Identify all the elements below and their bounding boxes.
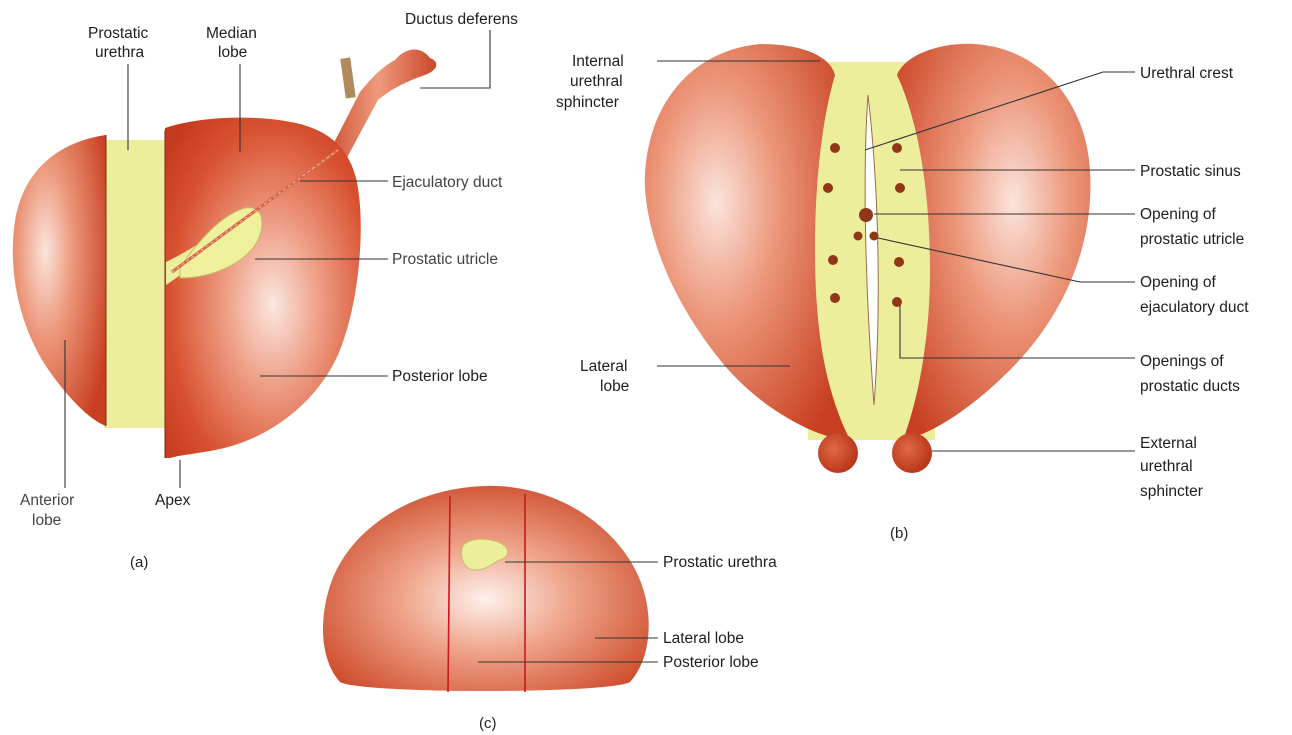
ductus-deferens-stub <box>340 57 355 98</box>
label-prostatic-sinus: Prostatic sinus <box>1140 163 1241 180</box>
label-prostatic-urethra-a: Prostatic urethra <box>88 25 153 61</box>
label-opening-ejaculatory: Opening of ejaculatory duct <box>1140 274 1249 316</box>
panel-a: Prostatic urethra Median lobe Ductus def… <box>13 11 518 571</box>
label-ejaculatory-duct: Ejaculatory duct <box>392 174 503 191</box>
label-prostatic-urethra-c: Prostatic urethra <box>663 554 777 571</box>
external-sphincter-left <box>818 433 858 473</box>
label-lateral-lobe-b: Lateral lobe <box>580 358 632 395</box>
transverse-section-shape <box>323 486 649 691</box>
label-external-sphincter: External urethral sphincter <box>1140 435 1203 500</box>
ejaculatory-opening-dot-right <box>870 232 879 241</box>
label-median-lobe: Median lobe <box>206 25 261 61</box>
panel-a-caption: (a) <box>130 554 148 571</box>
label-posterior-lobe-a: Posterior lobe <box>392 368 488 385</box>
ejaculatory-opening-dot-left <box>854 232 863 241</box>
median-posterior-lobe-shape <box>165 118 361 458</box>
external-sphincter-right <box>892 433 932 473</box>
label-openings-prostatic-ducts: Openings of prostatic ducts <box>1140 353 1240 395</box>
panel-b: Internal urethral sphincter Lateral lobe… <box>556 44 1249 542</box>
panel-b-caption: (b) <box>890 525 908 542</box>
label-apex: Apex <box>155 492 191 509</box>
panel-c: Prostatic urethra Lateral lobe Posterior… <box>323 486 777 732</box>
label-anterior-lobe: Anterior lobe <box>20 492 79 529</box>
label-opening-utricle: Opening of prostatic utricle <box>1140 206 1244 248</box>
label-internal-sphincter: Internal urethral sphincter <box>556 53 628 111</box>
panel-c-caption: (c) <box>479 715 497 732</box>
prostatic-urethra-band <box>104 140 166 428</box>
anterior-lobe-shape <box>13 135 106 426</box>
label-lateral-lobe-c: Lateral lobe <box>663 630 744 647</box>
utricle-opening-dot <box>859 208 873 222</box>
label-ductus-deferens: Ductus deferens <box>405 11 518 28</box>
label-prostatic-utricle: Prostatic utricle <box>392 251 498 268</box>
label-posterior-lobe-c: Posterior lobe <box>663 654 759 671</box>
label-urethral-crest: Urethral crest <box>1140 65 1234 82</box>
